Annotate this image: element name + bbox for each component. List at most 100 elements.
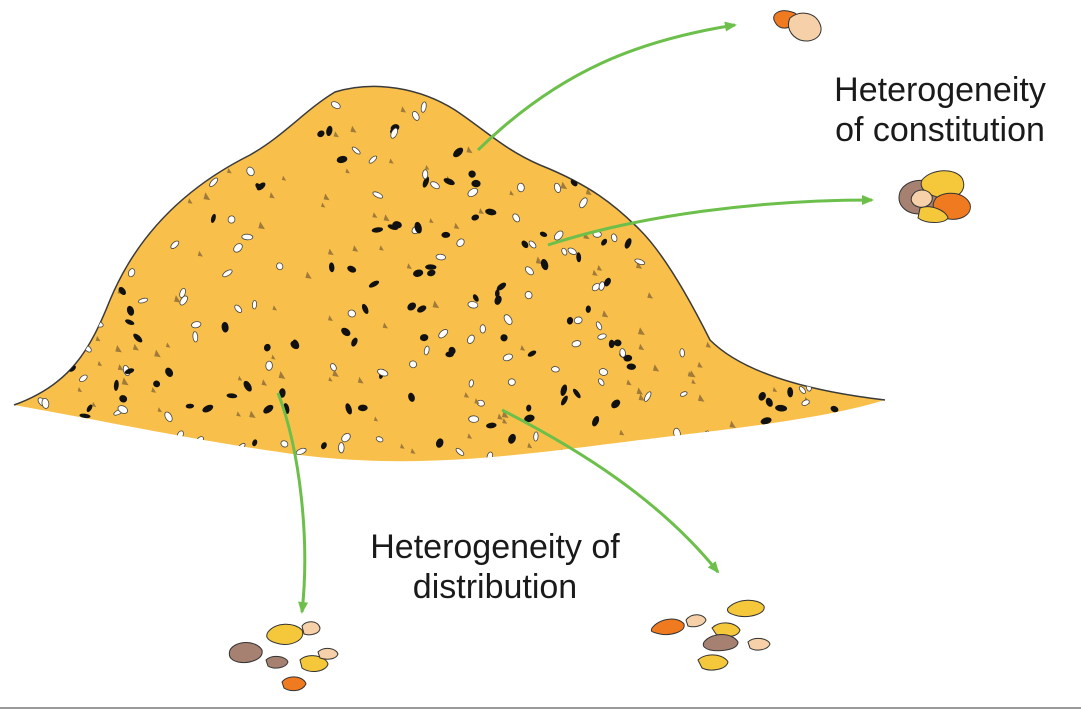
sample-grain-top [774, 11, 821, 41]
dark-particle [673, 195, 681, 204]
dark-particle [179, 127, 185, 138]
light-particle [33, 290, 43, 301]
arrow-to-top-sample [478, 25, 735, 150]
dark-particle [111, 97, 120, 110]
dark-particle [32, 186, 45, 197]
dark-particle [750, 270, 757, 275]
brown-particle [852, 435, 857, 441]
light-particle [57, 219, 66, 225]
brown-particle [51, 422, 57, 428]
light-particle [817, 429, 828, 440]
brown-particle [760, 305, 764, 310]
brown-particle [858, 232, 863, 237]
dark-particle [45, 425, 55, 432]
brown-particle [783, 249, 788, 255]
light-particle [827, 168, 836, 173]
brown-particle [671, 218, 676, 223]
brown-particle [183, 143, 190, 151]
dark-particle [171, 116, 176, 127]
dark-particle [724, 111, 734, 123]
brown-particle [859, 271, 864, 277]
dark-particle [36, 128, 41, 136]
light-particle [714, 271, 723, 280]
dark-particle [162, 195, 175, 208]
light-particle [603, 134, 610, 143]
brown-particle [528, 146, 534, 152]
light-particle [161, 454, 167, 463]
dark-particle [25, 109, 36, 120]
brown-particle [629, 166, 636, 174]
light-particle [521, 90, 533, 99]
dark-particle [163, 93, 176, 105]
light-particle [721, 328, 732, 337]
brown-particle [642, 118, 647, 124]
dark-particle [230, 105, 239, 117]
light-particle [693, 248, 703, 259]
light-particle [592, 125, 600, 135]
dark-particle [640, 135, 651, 146]
light-particle [776, 87, 783, 99]
dark-particle [776, 224, 785, 231]
dark-particle [840, 421, 846, 431]
light-particle [22, 225, 28, 233]
dark-particle [629, 211, 637, 220]
dark-particle [726, 258, 732, 269]
light-particle [790, 150, 798, 159]
brown-particle [843, 275, 850, 283]
dark-particle [31, 185, 38, 195]
light-particle [170, 183, 180, 192]
light-particle [839, 433, 846, 442]
dark-particle [18, 279, 28, 287]
light-particle [17, 261, 26, 270]
brown-particle [699, 196, 704, 202]
dark-particle [820, 353, 830, 362]
dark-particle [613, 100, 625, 109]
dark-particle [122, 447, 132, 457]
brown-particle [46, 356, 53, 364]
light-particle [833, 215, 844, 224]
dark-particle [29, 271, 41, 282]
dark-particle [674, 169, 682, 178]
dark-particle [857, 229, 865, 241]
light-particle [636, 101, 647, 109]
dark-particle [722, 154, 730, 161]
dark-particle [798, 206, 804, 216]
light-particle [857, 170, 865, 176]
dark-particle [590, 177, 599, 185]
brown-particle [591, 119, 598, 127]
light-particle [219, 157, 225, 168]
light-particle [680, 348, 685, 357]
dark-particle [210, 118, 221, 126]
brown-particle [709, 101, 714, 106]
brown-particle [107, 131, 113, 137]
dark-particle [845, 450, 856, 463]
light-particle [722, 128, 731, 137]
brown-particle [112, 275, 117, 281]
light-particle [854, 363, 863, 369]
dark-particle [46, 263, 56, 273]
brown-particle [749, 102, 756, 110]
brown-particle [112, 222, 118, 229]
light-particle [28, 151, 37, 160]
bottom-divider [0, 693, 1081, 711]
dark-particle [720, 327, 730, 337]
brown-particle [807, 443, 812, 448]
light-particle [462, 99, 470, 105]
brown-particle [832, 344, 837, 350]
brown-particle [874, 297, 878, 302]
dark-particle [827, 354, 839, 366]
light-particle [26, 204, 35, 213]
brown-particle [551, 92, 558, 100]
light-particle [491, 116, 499, 125]
light-particle [602, 113, 611, 122]
dark-particle [821, 373, 829, 384]
brown-particle [735, 233, 740, 238]
brown-particle [709, 302, 716, 309]
dark-particle [504, 90, 513, 97]
brown-particle [559, 120, 565, 127]
light-particle [842, 379, 848, 388]
dark-particle [680, 240, 694, 253]
brown-particle [112, 88, 117, 94]
distribution-label: Heterogeneity of distribution [300, 527, 690, 607]
dark-particle [807, 207, 816, 215]
